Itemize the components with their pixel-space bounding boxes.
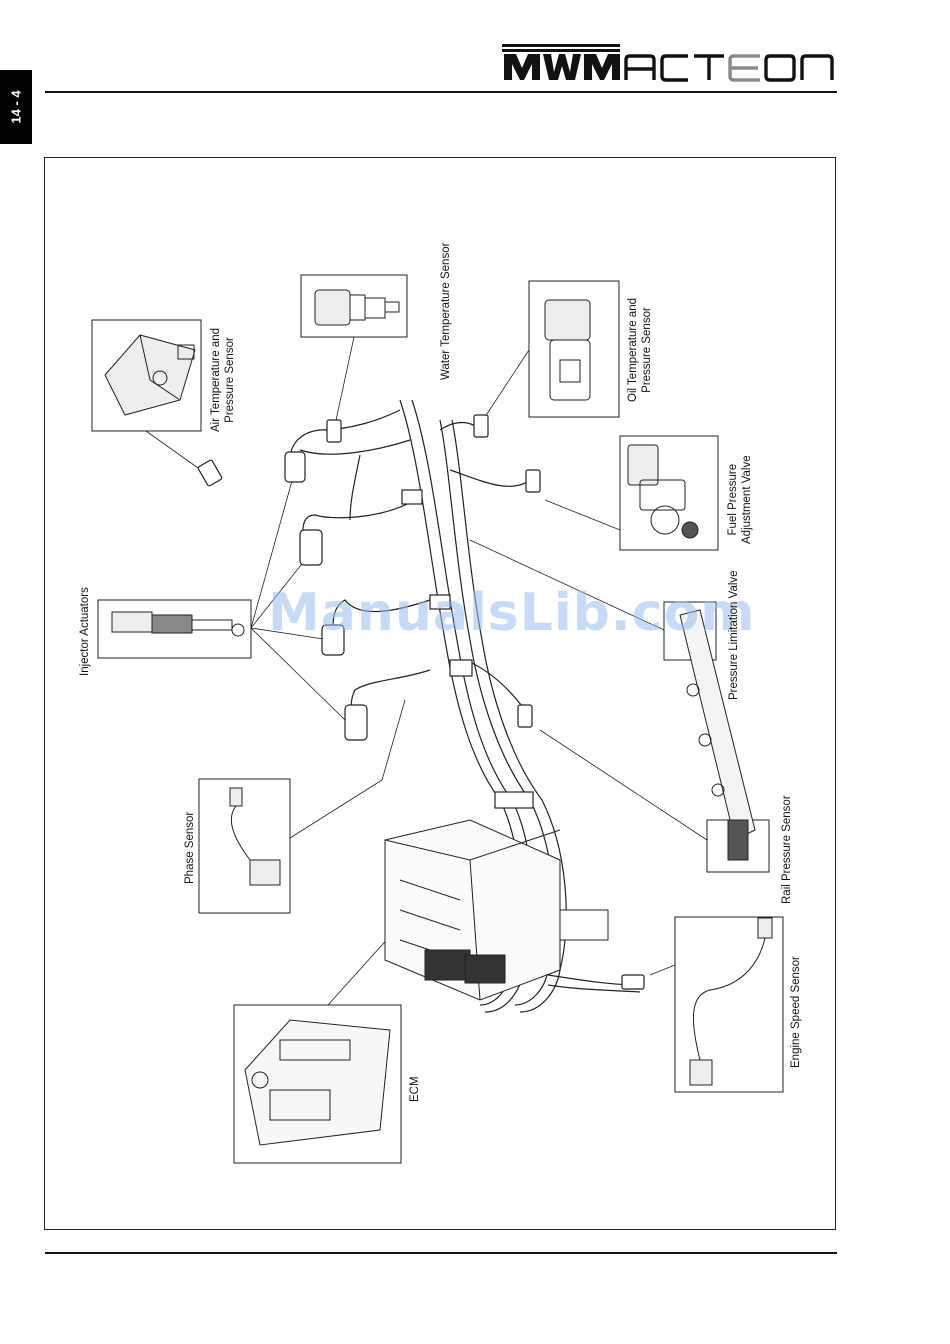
label-ecm: ECM (408, 1076, 422, 1102)
label-injector-actuators: Injector Actuators (78, 587, 92, 676)
label-rail-pressure-sensor: Rail Pressure Sensor (780, 795, 794, 904)
label-pressure-limitation-valve: Pressure Limitation Valve (727, 570, 741, 700)
label-water-temp-sensor: Water Temperature Sensor (439, 243, 453, 380)
watermark: ManualsLib.com (268, 583, 755, 643)
label-engine-speed-sensor: Engine Speed Sensor (789, 956, 803, 1068)
phase-sensor-box (199, 779, 290, 913)
label-phase-sensor: Phase Sensor (183, 812, 197, 884)
